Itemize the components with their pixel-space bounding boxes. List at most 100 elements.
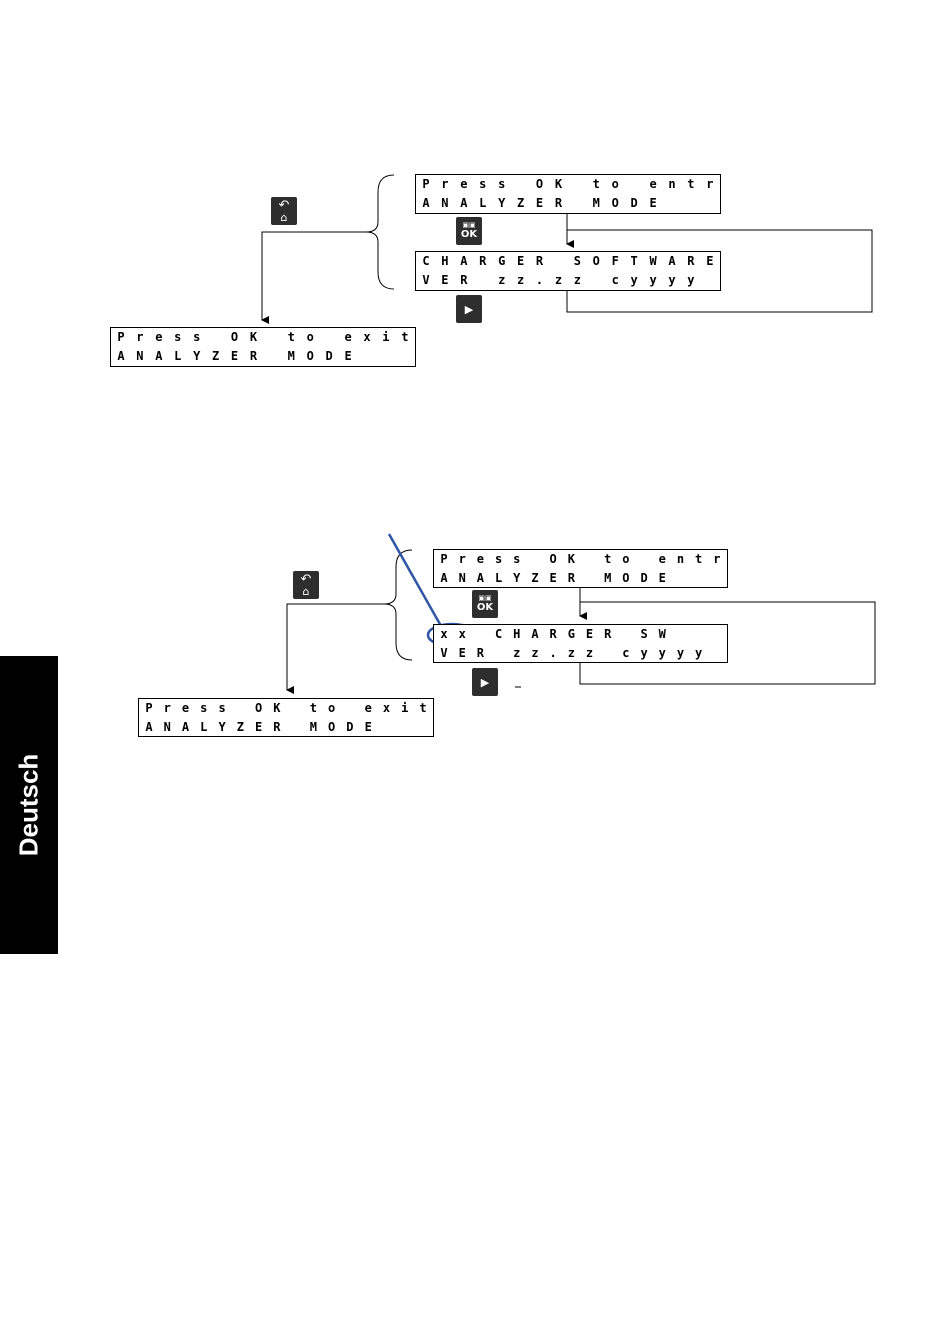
lcd-char: e [649, 177, 657, 191]
lcd-char: F [611, 254, 619, 268]
lcd-char: t [309, 701, 317, 715]
lcd-char: o [306, 330, 314, 344]
lcd-char [289, 718, 301, 737]
lcd-char [704, 194, 716, 213]
lcd-char: t [687, 177, 695, 191]
lcd-char: E [441, 273, 449, 287]
lcd-char: M [287, 349, 295, 363]
lcd-char: s [494, 552, 503, 566]
lcd-char: K [567, 552, 575, 566]
lcd-char: y [630, 273, 638, 287]
lcd-char: E [344, 349, 352, 363]
lcd-char: e [460, 177, 468, 191]
back-home-icon: ↶ [278, 197, 290, 213]
lcd-char: A [117, 349, 125, 363]
lcd-char: E [458, 646, 466, 660]
lcd-char: Z [516, 196, 525, 210]
lcd-char: A [460, 196, 468, 210]
lcd-char: L [479, 196, 487, 210]
lcd-char: A [440, 571, 448, 585]
lcd-char: Z [211, 349, 220, 363]
lcd-char [477, 271, 489, 290]
lcd-char: R [687, 254, 695, 268]
lcd-char: Y [218, 720, 226, 734]
lcd-char: E [230, 349, 239, 363]
lcd-char: r [163, 701, 171, 715]
lcd-char: c [611, 273, 619, 287]
lcd-char: Y [513, 571, 521, 585]
lcd-char: D [325, 349, 333, 363]
lcd-char: R [549, 627, 557, 641]
lcd-char [289, 699, 301, 718]
lcd-char: E [516, 254, 525, 268]
lcd-char: O [230, 330, 239, 344]
lcd-char: s [218, 701, 226, 715]
lcd-char [474, 625, 486, 644]
lcd-char: c [622, 646, 630, 660]
lcd-char: Z [531, 571, 539, 585]
lcd-char: z [585, 646, 594, 660]
lcd-char: y [649, 273, 657, 287]
lcd-char [704, 271, 716, 290]
lcd-char [584, 569, 596, 588]
lcd-char: M [309, 720, 317, 734]
ok-key-2: ▣▣ OK [472, 590, 498, 618]
lcd-char [399, 718, 411, 737]
play-arrow-icon: ▶ [480, 675, 490, 689]
lcd-char: N [163, 720, 171, 734]
lcd-char: z [516, 273, 525, 287]
lcd-char [666, 194, 678, 213]
lcd-char [584, 550, 596, 569]
lcd-char: P [422, 177, 430, 191]
lcd-char: t [287, 330, 295, 344]
lcd-char: z [498, 273, 506, 287]
lcd-char: L [174, 349, 182, 363]
lcd-char: A [476, 571, 484, 585]
lcd-char: z [573, 273, 581, 287]
lcd-char [693, 625, 705, 644]
lcd-char [711, 625, 723, 644]
lcd-char [674, 625, 686, 644]
lcd-char: C [494, 627, 503, 641]
lcd-char: A [668, 254, 676, 268]
lcd-char: A [145, 720, 153, 734]
lcd-char: t [695, 552, 703, 566]
lcd-char: O [611, 196, 619, 210]
lcd-char: i [401, 701, 409, 715]
lcd-char: O [549, 552, 557, 566]
ok-key-label: OK [460, 229, 478, 240]
lcd-char: M [592, 196, 600, 210]
lcd-char [234, 699, 246, 718]
lcd-char: r [458, 552, 466, 566]
lcd-char: O [535, 177, 544, 191]
lcd-char: o [328, 701, 336, 715]
lcd-char: s [200, 701, 208, 715]
lcd-char [571, 194, 583, 213]
lcd-char [552, 252, 564, 271]
lcd-char: y [658, 646, 666, 660]
lcd-char: z [567, 646, 575, 660]
lcd-char: z [554, 273, 563, 287]
lcd-char: s [479, 177, 487, 191]
lcd-char [693, 569, 705, 588]
lcd-char: E [549, 571, 557, 585]
lcd-char: H [513, 627, 521, 641]
lcd-char [515, 175, 527, 194]
lcd-char [628, 175, 640, 194]
lcd-char: R [535, 254, 544, 268]
lcd-char: C [422, 254, 430, 268]
lcd-char: e [155, 330, 163, 344]
next-key-2: ▶ [472, 668, 498, 696]
lcd-char: E [535, 196, 544, 210]
lcd-char: o [622, 552, 630, 566]
lcd-char: r [136, 330, 144, 344]
lcd-char: E [649, 196, 657, 210]
lcd-char: e [181, 701, 190, 715]
